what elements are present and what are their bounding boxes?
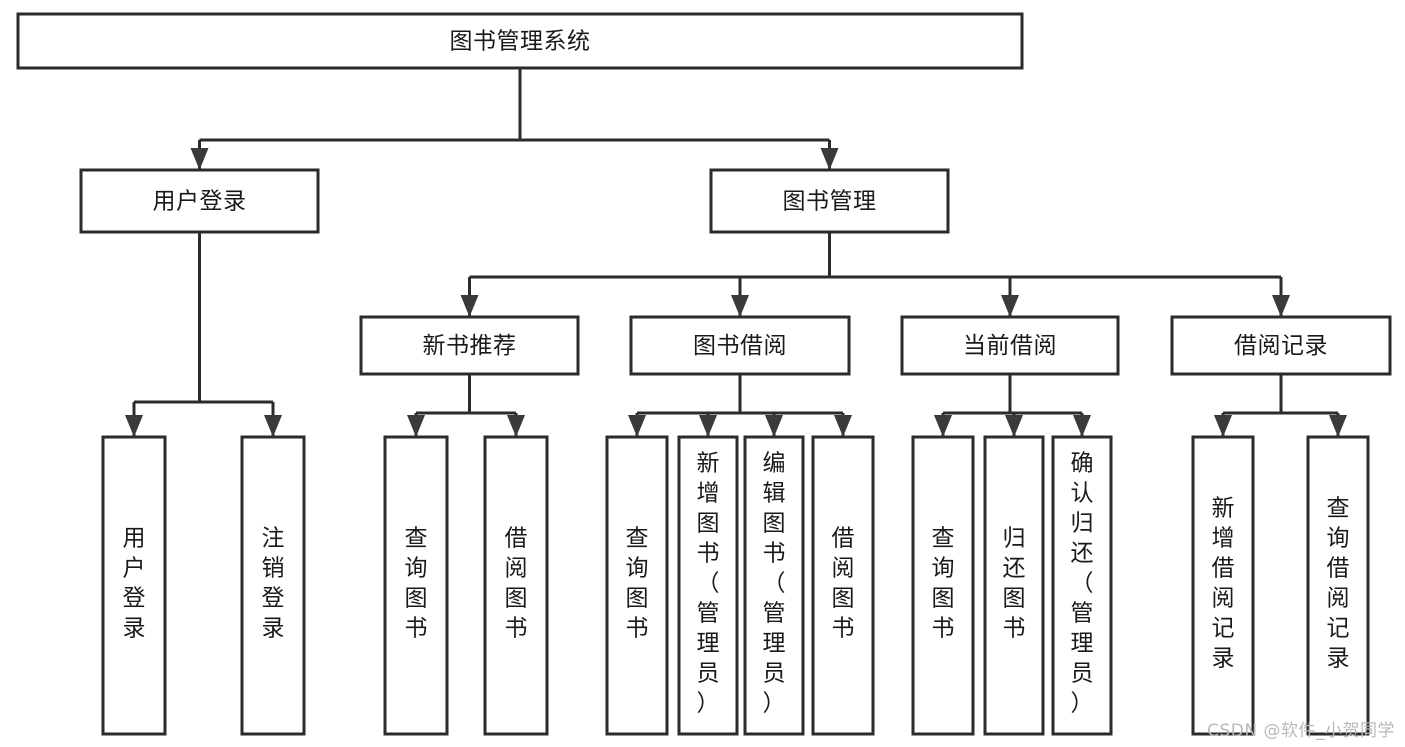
node-label-leaf-add-book: 新增图书（管理员）: [697, 451, 720, 717]
arrow-head-icon-leaf-user-login: [125, 415, 143, 437]
node-label-book-manage: 图书管理: [783, 189, 877, 215]
node-label-leaf-confirm-return: 确认归还（管理员）: [1071, 451, 1094, 717]
node-label-leaf-return-book: 归还图书: [1003, 526, 1026, 642]
node-leaf-edit-book[interactable]: 编辑图书（管理员）: [743, 435, 805, 736]
node-box-borrow-record[interactable]: [1170, 315, 1392, 376]
node-label-leaf-borrow-book: 借阅图书: [832, 526, 855, 642]
nodes-layer: 图书管理系统用户登录图书管理新书推荐图书借阅当前借阅借阅记录用户登录注销登录查询…: [16, 12, 1392, 736]
node-box-leaf-confirm-return[interactable]: [1051, 435, 1113, 736]
node-label-leaf-query-record: 查询借阅记录: [1327, 496, 1350, 672]
node-leaf-borrow-book[interactable]: 借阅图书: [811, 435, 875, 736]
node-label-leaf-query-book-recommend: 查询图书: [405, 526, 428, 642]
arrow-head-icon-current-borrow: [1001, 295, 1019, 317]
connectors-layer: [125, 68, 1347, 437]
arrow-head-icon-new-book-recommend: [460, 295, 479, 317]
node-borrow-record[interactable]: 借阅记录: [1170, 315, 1392, 376]
node-label-leaf-edit-book: 编辑图书（管理员）: [763, 451, 786, 717]
node-book-borrow[interactable]: 图书借阅: [629, 315, 851, 376]
node-label-user-login: 用户登录: [153, 189, 247, 215]
node-leaf-query-book-recommend[interactable]: 查询图书: [383, 435, 449, 736]
node-leaf-add-book[interactable]: 新增图书（管理员）: [677, 435, 739, 736]
arrow-head-icon-book-borrow: [731, 295, 749, 317]
arrow-head-icon-leaf-query-record: [1329, 415, 1347, 437]
node-box-leaf-query-record[interactable]: [1306, 435, 1370, 736]
node-box-user-login[interactable]: [79, 168, 320, 234]
arrow-head-icon-leaf-query-book-recommend: [407, 415, 425, 437]
node-label-borrow-record: 借阅记录: [1234, 333, 1328, 359]
node-leaf-query-book-current[interactable]: 查询图书: [911, 435, 975, 736]
arrow-head-icon-borrow-record: [1272, 295, 1290, 317]
node-user-login[interactable]: 用户登录: [79, 168, 320, 234]
node-label-new-book-recommend: 新书推荐: [423, 333, 517, 359]
arrow-head-icon-leaf-confirm-return: [1073, 415, 1091, 437]
node-new-book-recommend[interactable]: 新书推荐: [359, 315, 580, 376]
arrow-head-icon-book-manage: [820, 148, 839, 170]
node-label-current-borrow: 当前借阅: [963, 333, 1057, 359]
node-box-leaf-add-record[interactable]: [1191, 435, 1255, 736]
node-box-book-borrow[interactable]: [629, 315, 851, 376]
arrow-head-icon-leaf-borrow-book-recommend: [507, 415, 525, 437]
node-box-leaf-return-book[interactable]: [983, 435, 1045, 736]
node-box-leaf-logout[interactable]: [240, 435, 306, 736]
arrow-head-icon-leaf-query-book-borrow: [628, 415, 646, 437]
node-leaf-query-book-borrow[interactable]: 查询图书: [605, 435, 669, 736]
node-box-leaf-query-book-borrow[interactable]: [605, 435, 669, 736]
node-root[interactable]: 图书管理系统: [16, 12, 1024, 70]
node-label-leaf-query-book-borrow: 查询图书: [626, 526, 649, 642]
node-leaf-confirm-return[interactable]: 确认归还（管理员）: [1051, 435, 1113, 736]
node-label-leaf-user-login: 用户登录: [123, 526, 146, 642]
arrow-head-icon-leaf-return-book: [1005, 415, 1023, 437]
arrow-head-icon-leaf-add-record: [1214, 415, 1232, 437]
node-label-book-borrow: 图书借阅: [693, 333, 787, 359]
node-leaf-return-book[interactable]: 归还图书: [983, 435, 1045, 736]
arrow-head-icon-leaf-query-book-current: [934, 415, 952, 437]
node-box-leaf-user-login[interactable]: [101, 435, 167, 736]
node-label-leaf-borrow-book-recommend: 借阅图书: [505, 526, 528, 642]
node-current-borrow[interactable]: 当前借阅: [900, 315, 1120, 376]
node-box-leaf-borrow-book[interactable]: [811, 435, 875, 736]
arrow-head-icon-leaf-logout: [264, 415, 282, 437]
node-leaf-add-record[interactable]: 新增借阅记录: [1191, 435, 1255, 736]
node-box-leaf-borrow-book-recommend[interactable]: [483, 435, 549, 736]
node-box-new-book-recommend[interactable]: [359, 315, 580, 376]
node-leaf-logout[interactable]: 注销登录: [240, 435, 306, 736]
node-leaf-user-login[interactable]: 用户登录: [101, 435, 167, 736]
node-box-leaf-edit-book[interactable]: [743, 435, 805, 736]
arrow-head-icon-leaf-borrow-book: [834, 415, 852, 437]
node-box-leaf-query-book-current[interactable]: [911, 435, 975, 736]
node-box-book-manage[interactable]: [709, 168, 950, 234]
watermark-label: CSDN @软件_小贺同学: [1207, 721, 1395, 741]
node-leaf-query-record[interactable]: 查询借阅记录: [1306, 435, 1370, 736]
node-book-manage[interactable]: 图书管理: [709, 168, 950, 234]
arrow-head-icon-leaf-edit-book: [765, 415, 783, 437]
node-leaf-borrow-book-recommend[interactable]: 借阅图书: [483, 435, 549, 736]
arrow-head-icon-leaf-add-book: [699, 415, 717, 437]
node-label-root: 图书管理系统: [450, 29, 591, 55]
node-label-leaf-query-book-current: 查询图书: [932, 526, 955, 642]
node-label-leaf-logout: 注销登录: [262, 526, 285, 642]
node-box-root[interactable]: [16, 12, 1024, 70]
node-box-current-borrow[interactable]: [900, 315, 1120, 376]
node-box-leaf-query-book-recommend[interactable]: [383, 435, 449, 736]
node-label-leaf-add-record: 新增借阅记录: [1212, 496, 1235, 672]
node-box-leaf-add-book[interactable]: [677, 435, 739, 736]
arrow-head-icon-user-login: [190, 148, 209, 170]
